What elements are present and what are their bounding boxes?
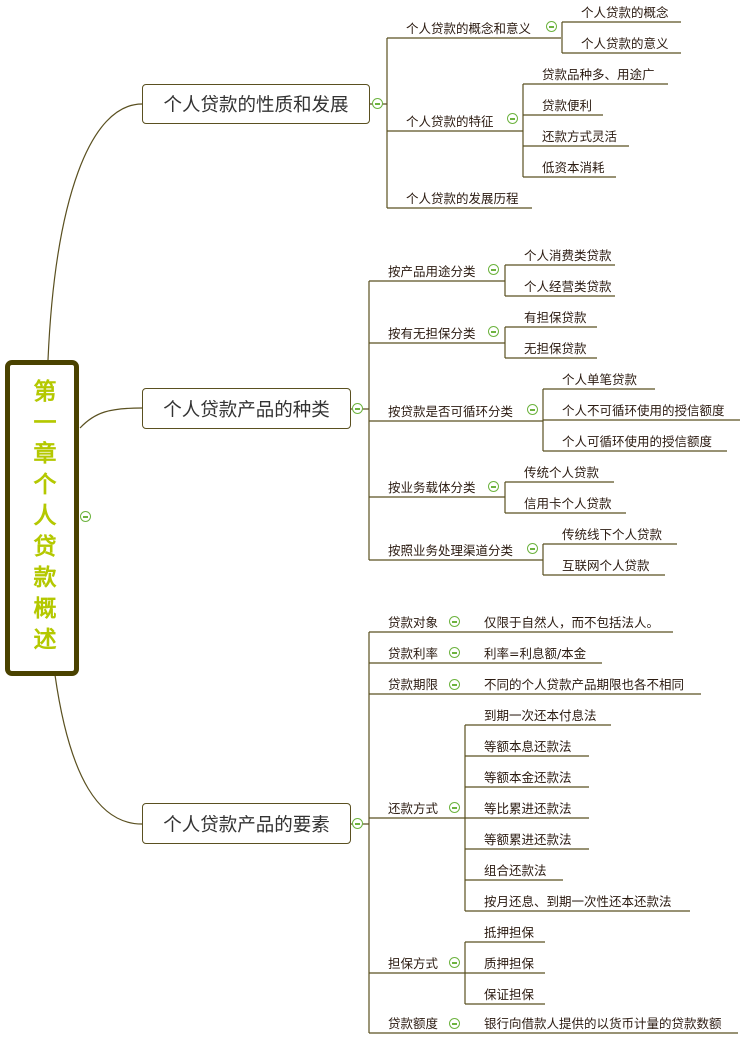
- leaf-topic[interactable]: 互联网个人贷款: [562, 558, 650, 573]
- subtopic-collapse-toggle-icon[interactable]: [449, 1018, 460, 1029]
- leaf-topic[interactable]: 仅限于自然人，而不包括法人。: [484, 615, 660, 630]
- leaf-topic[interactable]: 个人经营类贷款: [524, 279, 612, 294]
- subtopic-collapse-toggle-icon[interactable]: [449, 647, 460, 658]
- subtopic-collapse-toggle-icon[interactable]: [507, 113, 518, 124]
- main-topic[interactable]: 个人贷款产品的种类: [142, 388, 351, 429]
- root-collapse-toggle-icon[interactable]: [80, 511, 91, 522]
- subtopic-collapse-toggle-icon[interactable]: [488, 264, 499, 275]
- branch-collapse-toggle-icon[interactable]: [352, 818, 363, 829]
- root-topic[interactable]: 第一章个人贷款概述: [5, 360, 79, 676]
- leaf-topic[interactable]: 有担保贷款: [524, 310, 587, 325]
- subtopic-collapse-toggle-icon[interactable]: [546, 21, 557, 32]
- subtopic-collapse-toggle-icon[interactable]: [449, 802, 460, 813]
- leaf-topic[interactable]: 个人不可循环使用的授信额度: [562, 403, 725, 418]
- leaf-topic[interactable]: 个人贷款的意义: [581, 36, 669, 51]
- leaf-topic[interactable]: 传统个人贷款: [524, 465, 600, 480]
- leaf-topic[interactable]: 个人单笔贷款: [562, 372, 638, 387]
- subtopic[interactable]: 按业务载体分类: [388, 480, 476, 495]
- subtopic-collapse-toggle-icon[interactable]: [488, 481, 499, 492]
- leaf-topic[interactable]: 按月还息、到期一次性还本还款法: [484, 894, 672, 909]
- subtopic[interactable]: 按有无担保分类: [388, 326, 476, 341]
- leaf-topic[interactable]: 贷款便利: [542, 98, 593, 113]
- leaf-topic[interactable]: 传统线下个人贷款: [562, 527, 663, 542]
- subtopic[interactable]: 还款方式: [388, 801, 439, 816]
- leaf-topic[interactable]: 贷款品种多、用途广: [542, 67, 655, 82]
- leaf-topic[interactable]: 等额本息还款法: [484, 739, 572, 754]
- leaf-topic[interactable]: 到期一次还本付息法: [484, 708, 597, 723]
- subtopic[interactable]: 贷款额度: [388, 1016, 439, 1031]
- leaf-topic[interactable]: 个人消费类贷款: [524, 248, 612, 263]
- subtopic[interactable]: 按产品用途分类: [388, 264, 476, 279]
- leaf-topic[interactable]: 利率=利息额/本金: [484, 646, 587, 661]
- subtopic[interactable]: 按贷款是否可循环分类: [388, 404, 514, 419]
- subtopic-collapse-toggle-icon[interactable]: [449, 616, 460, 627]
- leaf-topic[interactable]: 不同的个人贷款产品期限也各不相同: [484, 677, 685, 692]
- leaf-topic[interactable]: 还款方式灵活: [542, 129, 618, 144]
- connector-curve: [79, 407, 143, 429]
- subtopic[interactable]: 贷款期限: [388, 677, 439, 692]
- subtopic-collapse-toggle-icon[interactable]: [449, 679, 460, 690]
- root-title: 第一章个人贷款概述: [29, 378, 55, 658]
- leaf-topic[interactable]: 无担保贷款: [524, 341, 587, 356]
- subtopic[interactable]: 个人贷款的概念和意义: [406, 21, 532, 36]
- main-topic[interactable]: 个人贷款的性质和发展: [142, 84, 370, 124]
- subtopic-collapse-toggle-icon[interactable]: [527, 404, 538, 415]
- branch-collapse-toggle-icon[interactable]: [372, 98, 383, 109]
- main-topic[interactable]: 个人贷款产品的要素: [142, 803, 351, 844]
- leaf-topic[interactable]: 等额本金还款法: [484, 770, 572, 785]
- subtopic[interactable]: 按照业务处理渠道分类: [388, 543, 514, 558]
- leaf-topic[interactable]: 低资本消耗: [542, 160, 605, 175]
- connector-curve: [54, 674, 143, 825]
- subtopic[interactable]: 个人贷款的特征: [406, 114, 494, 129]
- subtopic[interactable]: 个人贷款的发展历程: [406, 191, 519, 206]
- subtopic-collapse-toggle-icon[interactable]: [449, 957, 460, 968]
- subtopic[interactable]: 担保方式: [388, 956, 439, 971]
- branch-collapse-toggle-icon[interactable]: [352, 403, 363, 414]
- leaf-topic[interactable]: 等比累进还款法: [484, 801, 572, 816]
- leaf-topic[interactable]: 个人可循环使用的授信额度: [562, 434, 713, 449]
- leaf-topic[interactable]: 质押担保: [484, 956, 535, 971]
- leaf-topic[interactable]: 等额累进还款法: [484, 832, 572, 847]
- leaf-topic[interactable]: 保证担保: [484, 987, 535, 1002]
- subtopic[interactable]: 贷款利率: [388, 646, 439, 661]
- leaf-topic[interactable]: 个人贷款的概念: [581, 5, 669, 20]
- leaf-topic[interactable]: 组合还款法: [484, 863, 547, 878]
- subtopic-collapse-toggle-icon[interactable]: [488, 326, 499, 337]
- subtopic-collapse-toggle-icon[interactable]: [527, 543, 538, 554]
- subtopic[interactable]: 贷款对象: [388, 615, 439, 630]
- leaf-topic[interactable]: 信用卡个人贷款: [524, 496, 612, 511]
- leaf-topic[interactable]: 抵押担保: [484, 925, 535, 940]
- leaf-topic[interactable]: 银行向借款人提供的以货币计量的贷款数额: [484, 1016, 722, 1031]
- connector-curve: [47, 103, 143, 361]
